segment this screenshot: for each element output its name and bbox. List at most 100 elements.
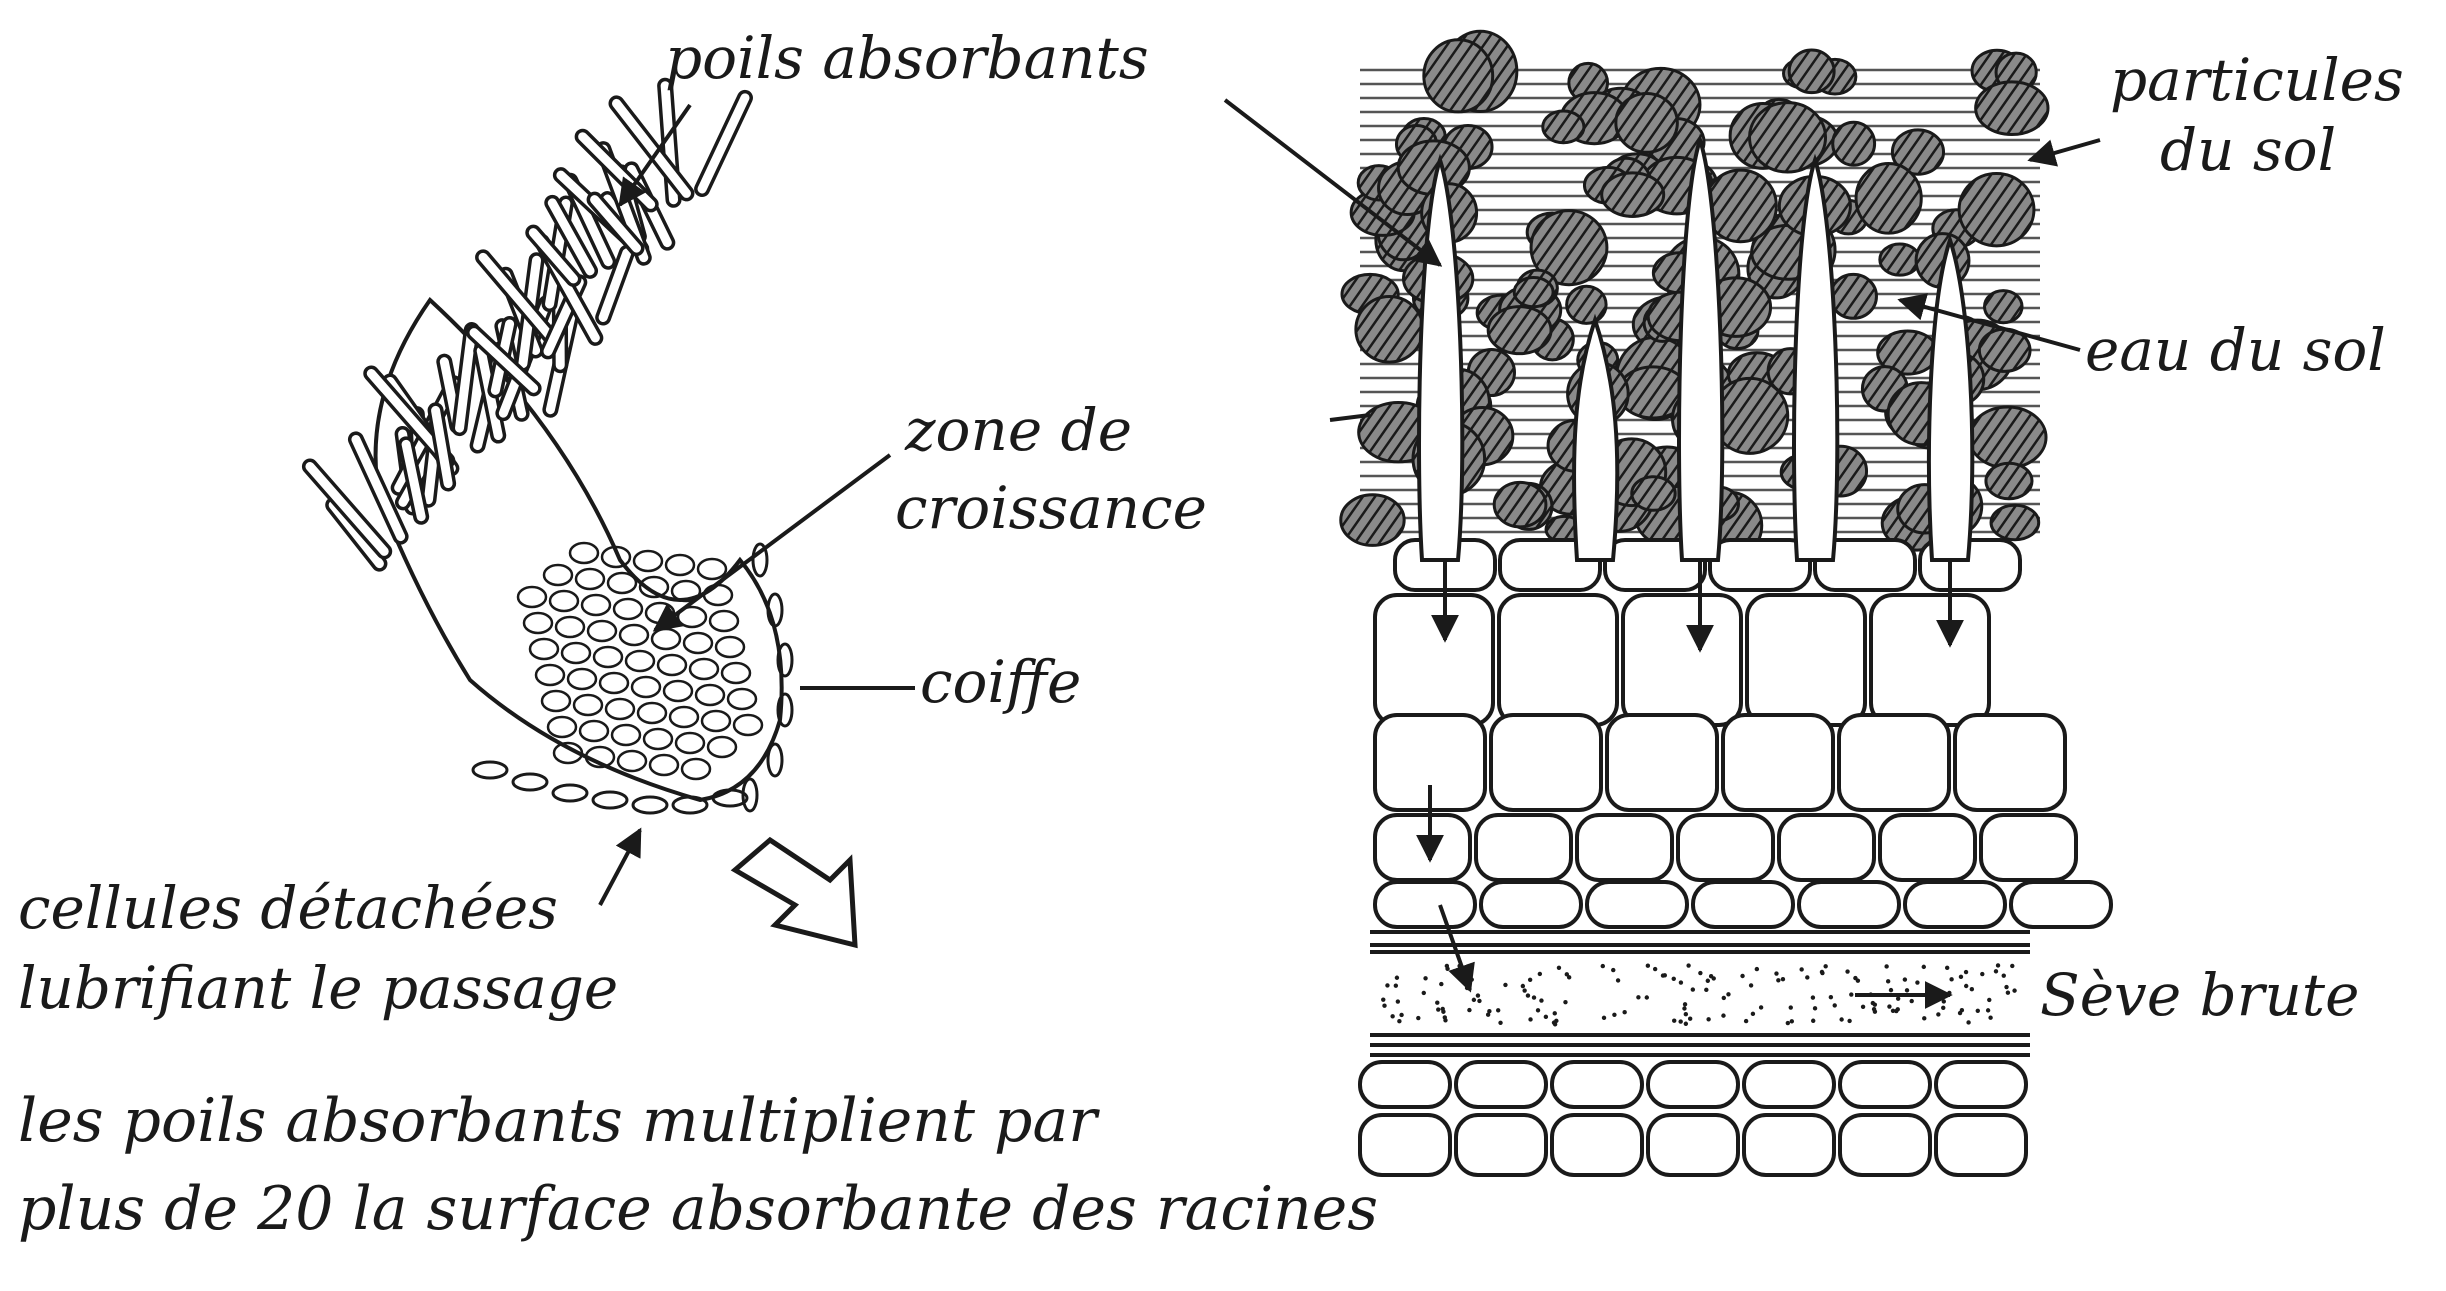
bottom-cell [1648,1062,1738,1107]
soil-particle [1514,278,1553,307]
growth-cell [614,599,642,619]
sap-dot [1790,1019,1794,1023]
growth-cell [728,689,756,709]
growth-direction-arrow [735,840,855,945]
growth-cell [696,685,724,705]
sap-dot [1910,999,1914,1003]
growth-cell [620,625,648,645]
sap-dot [1423,976,1427,980]
cortex-cell [1905,882,2005,927]
growth-cell [556,617,584,637]
soil-particle [1830,274,1876,318]
sap-dot [1805,975,1809,979]
growth-cell [698,559,726,579]
detached-cell [513,774,547,790]
sap-dot [1905,988,1909,992]
growth-cell [588,621,616,641]
sap-dot [1553,1011,1557,1015]
bottom-cell [1936,1062,2026,1107]
bottom-cell [1456,1062,1546,1107]
sap-dot [1744,1019,1748,1023]
growth-cell [600,673,628,693]
soil-particle [1856,164,1921,234]
cortex-cell [1375,815,1470,880]
sap-dot [1536,1008,1540,1012]
soil-particle [1959,173,2034,245]
sap-dot [1563,1000,1567,1004]
cortex-cell [1799,882,1899,927]
sap-dot [1416,1016,1420,1020]
growth-cell [536,665,564,685]
cortex-cell [1779,815,1874,880]
soil-particle [1789,50,1834,93]
soil-particle [1494,482,1546,527]
cortex-cell [1499,595,1617,725]
sap-dot [1691,987,1695,991]
cap-cells [743,544,792,811]
leader-cellules [600,830,640,905]
label-coiffe: coiffe [920,652,1081,713]
cortex-cell [1375,882,1475,927]
soil-particle [1602,173,1664,216]
growth-cell [608,573,636,593]
label-cellules-line1: cellules détachées [18,878,558,939]
growth-cell [652,629,680,649]
cortex-cell [1375,595,1493,725]
sap-dot [1382,1004,1386,1008]
sap-dot [2004,985,2008,989]
sap-dot [1381,997,1385,1001]
sap-dot [1722,996,1726,1000]
bottom-cell [1744,1062,1834,1107]
cortex-cell [1839,715,1949,810]
sap-dot [1441,1010,1445,1014]
sap-dot [1672,977,1676,981]
sap-dot [1661,973,1665,977]
growth-cell [618,751,646,771]
sap-dot [1726,992,1730,996]
sap-dot [1394,983,1398,987]
cortex-cell [1577,815,1672,880]
growth-cell [666,555,694,575]
sap-dot [1688,1017,1692,1021]
sap-dot [1915,980,1919,984]
sap-dot [1528,978,1532,982]
caption-line1: les poils absorbants multiplient par [18,1090,1097,1153]
sap-dot [1964,984,1968,988]
soil-section-drawing [1225,31,2111,1175]
sap-dot [1986,1008,1990,1012]
sap-dot [1861,1005,1865,1009]
sap-dot [1395,976,1399,980]
sap-dot [1445,967,1449,971]
sap-dot [1706,979,1710,983]
soil-particle [1424,40,1493,112]
sap-dot [1557,966,1561,970]
sap-dot [1467,1008,1471,1012]
growth-cell [626,651,654,671]
sap-dot [1903,977,1907,981]
bottom-cell [1648,1115,1738,1175]
sap-dot [1936,1012,1940,1016]
label-particules-line2: du sol [2160,120,2336,181]
sap-dot [1789,1005,1793,1009]
sap-dot [1706,1017,1710,1021]
sap-dot [1528,1017,1532,1021]
growth-cell [676,733,704,753]
sap-dot [1526,993,1530,997]
sap-dot [1930,997,1934,1001]
bottom-cell [1840,1115,1930,1175]
growth-cell [690,659,718,679]
sap-dot [1646,963,1650,967]
label-seve-brute: Sève brute [2040,965,2359,1026]
sap-dot [1781,977,1785,981]
sap-dot [1873,1009,1877,1013]
cap-cell [768,744,782,776]
soil-particle [1984,291,2022,323]
sap-dot [1616,978,1620,982]
sap-dot [1684,1012,1688,1016]
detached-cell [633,797,667,813]
bottom-cell [1744,1115,1834,1175]
sap-dot [1873,1002,1877,1006]
sap-dot [1980,972,1984,976]
root-hair-fill [460,330,472,428]
sap-dot [1602,1016,1606,1020]
